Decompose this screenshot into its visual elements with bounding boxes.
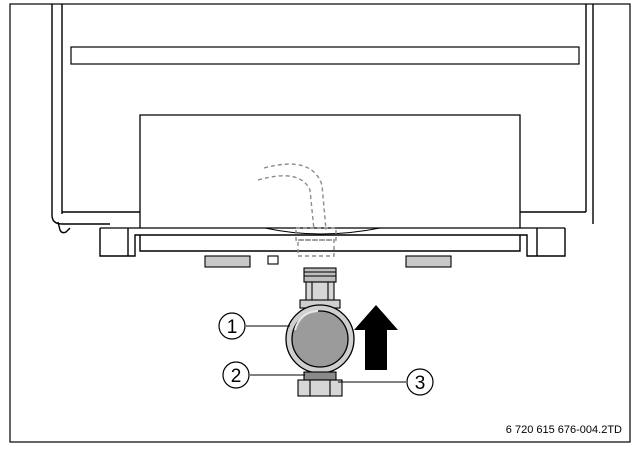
mounting-feet: [204, 255, 452, 268]
appliance-housing: [51, 4, 594, 257]
figure-frame: [9, 3, 631, 443]
direction-up-arrow-icon: [354, 305, 398, 370]
figure-code: 6 720 615 676-004.2TD: [506, 424, 622, 436]
callout-3-label: 3: [415, 373, 426, 394]
callout-1: 1: [218, 312, 246, 340]
callout-1-label: 1: [227, 317, 238, 338]
valve-lower-nut: [297, 371, 343, 397]
internal-pipes-dashed: [257, 163, 337, 257]
valve-body: [285, 304, 355, 374]
callout-2-label: 2: [231, 366, 242, 387]
callout-leaders: [246, 325, 406, 383]
callout-3: 3: [406, 368, 434, 396]
callout-2: 2: [222, 361, 250, 389]
